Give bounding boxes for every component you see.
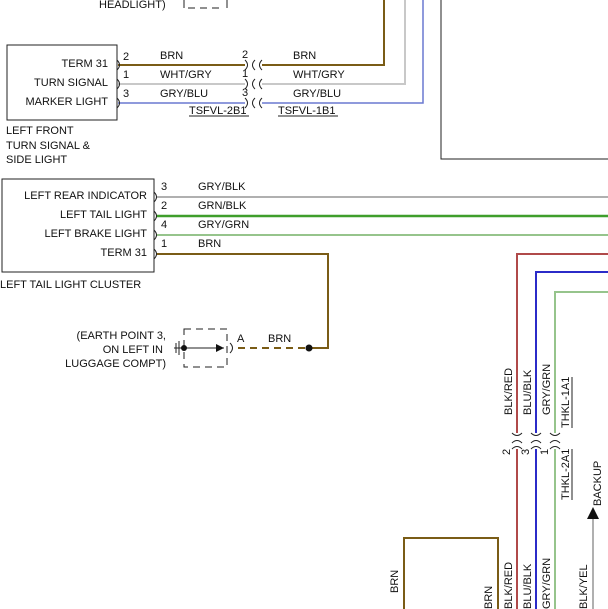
- front-turn-signal-box: [6, 44, 118, 121]
- connector-thkl-2a1: THKL-2A1: [560, 449, 572, 500]
- earth-ground-icon: [174, 341, 224, 355]
- right-wire-label: GRY/GRN: [541, 364, 553, 415]
- wire-right-gry-grn: [554, 291, 608, 609]
- front-pin-num: 3: [123, 88, 129, 100]
- wire-right-blu-blk: [535, 271, 608, 609]
- front-pin-arc: [116, 59, 120, 109]
- front-pin-labels: TERM 31 TURN SIGNAL MARKER LIGHT: [25, 58, 108, 108]
- connector-tsfvl-2b1: TSFVL-2B1: [189, 105, 246, 117]
- rear-pin-arc: [153, 191, 157, 260]
- front-pin-num: 1: [123, 69, 129, 81]
- backup-arrow-icon: [587, 507, 599, 519]
- earth-label-line: LUGGAGE COMPT): [65, 358, 166, 370]
- wire-front-gry-blu: [118, 0, 424, 104]
- right-module-outline: [440, 0, 608, 160]
- front-connector-pin: 2: [242, 49, 248, 61]
- rear-wire-label: GRN/BLK: [198, 200, 247, 212]
- earth-point-box: [183, 328, 228, 368]
- earth-splice-dot: [305, 344, 313, 352]
- earth-label-line: ON LEFT IN: [103, 344, 163, 356]
- backup-label: BACKUP: [592, 461, 604, 506]
- front-connector-pin: 3: [242, 87, 248, 99]
- bottom-wire-label: BRN: [483, 586, 495, 609]
- bottom-wire-label: BLK/YEL: [578, 564, 590, 609]
- front-wire-label: BRN: [293, 50, 316, 62]
- connector-thkl-arcs: [511, 432, 561, 450]
- rear-pin-label: LEFT TAIL LIGHT: [60, 209, 147, 221]
- front-wire-label: GRY/BLU: [293, 88, 341, 100]
- front-connector-pin: 1: [242, 68, 248, 80]
- earth-pin-arc: [229, 342, 233, 354]
- rear-pin-num: 3: [161, 181, 167, 193]
- bottom-wire-label: BRN: [389, 570, 401, 593]
- rear-pin-label: LEFT BRAKE LIGHT: [45, 228, 148, 240]
- rear-tail-light-box: [1, 178, 155, 273]
- bottom-wire-label: GRY/GRN: [541, 558, 553, 609]
- front-component-caption: SIDE LIGHT: [6, 154, 67, 166]
- connector-tsfvl-1b1: TSFVL-1B1: [278, 105, 335, 117]
- front-wire-label: WHT/GRY: [160, 69, 212, 81]
- bottom-wire-label: BLK/RED: [503, 562, 515, 609]
- wire-right-blk-red: [516, 253, 608, 609]
- earth-label-line: (EARTH POINT 3,: [77, 330, 166, 342]
- rear-pin-num: 4: [161, 219, 167, 231]
- front-pin-num: 2: [123, 51, 129, 63]
- front-pin-turn-signal: TURN SIGNAL: [34, 77, 108, 89]
- front-component-caption: LEFT FRONT: [6, 125, 74, 137]
- rear-pin-num: 1: [161, 238, 167, 250]
- rear-pin-label: LEFT REAR INDICATOR: [24, 190, 147, 202]
- front-pin-marker-light: MARKER LIGHT: [25, 96, 108, 108]
- earth-pin-label: A: [237, 333, 245, 345]
- rear-component-caption: LEFT TAIL LIGHT CLUSTER: [0, 279, 141, 291]
- wire-rear-brn: [156, 253, 329, 349]
- rear-pin-num: 2: [161, 200, 167, 212]
- rear-wire-label: GRY/GRN: [198, 219, 249, 231]
- wire-front-wht-gry: [118, 0, 406, 85]
- headlight-label: HEADLIGHT): [99, 0, 166, 11]
- front-component-caption: TURN SIGNAL &: [6, 140, 91, 152]
- rear-pin-label: TERM 31: [101, 247, 147, 259]
- front-pin-term31: TERM 31: [62, 58, 108, 70]
- connector-tsfvl-arcs: [244, 59, 263, 109]
- right-connector-pin: 1: [539, 449, 551, 455]
- right-connector-pin: 2: [501, 449, 513, 455]
- right-connector-pin: 3: [520, 449, 532, 455]
- connector-thkl-1a1: THKL-1A1: [560, 377, 572, 428]
- right-wire-label: BLK/RED: [503, 368, 515, 415]
- wire-bottom-brn-loop: [403, 537, 499, 609]
- earth-wire-label: BRN: [268, 333, 291, 345]
- rear-wire-label: GRY/BLK: [198, 181, 246, 193]
- bottom-wire-label: BLU/BLK: [522, 563, 534, 609]
- wire-front-brn: [118, 0, 385, 66]
- right-wire-label: BLU/BLK: [522, 369, 534, 415]
- front-wire-label: GRY/BLU: [160, 88, 208, 100]
- front-wire-label: BRN: [160, 50, 183, 62]
- front-wire-label: WHT/GRY: [293, 69, 345, 81]
- rear-wire-label: BRN: [198, 238, 221, 250]
